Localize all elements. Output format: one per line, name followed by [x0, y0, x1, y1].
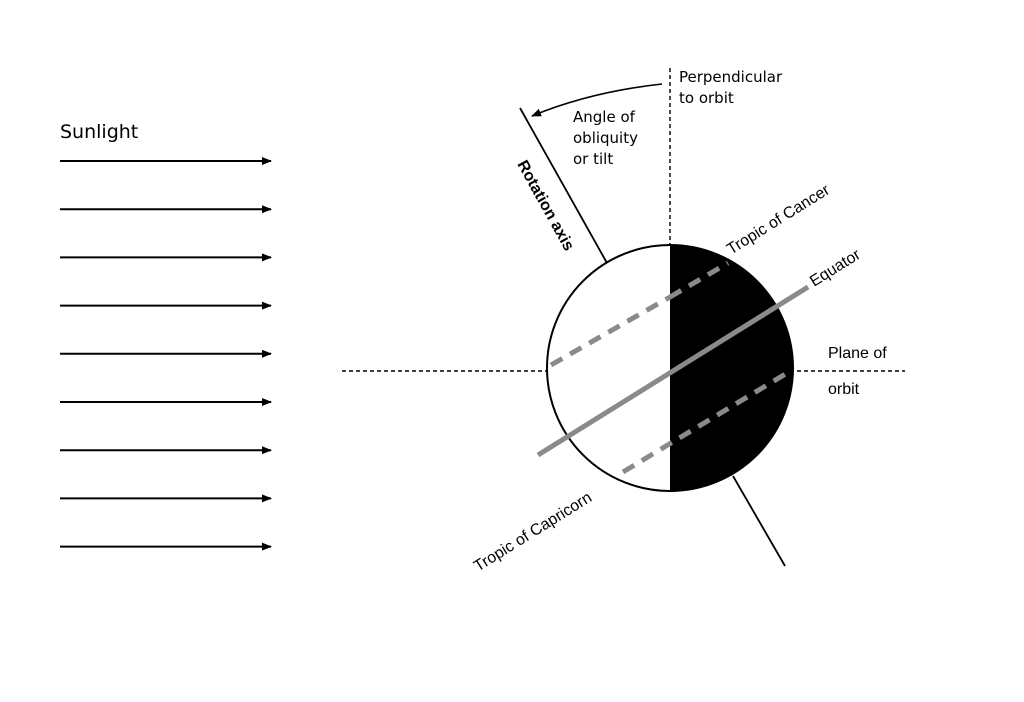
tropic-of-cancer-line [549, 260, 730, 368]
sunlight-arrows [60, 157, 272, 551]
perpendicular-label-line2: to orbit [679, 89, 734, 107]
night-side [670, 245, 793, 491]
tropic-of-capricorn-line [621, 367, 794, 475]
rotation-axis-lower [732, 475, 786, 567]
tropic-of-capricorn-label: Tropic of Capricorn [471, 489, 595, 575]
rotation-axis-label: Rotation axis [514, 158, 578, 254]
angle-label-line3: or tilt [573, 150, 613, 168]
plane-of-orbit-label-line2: orbit [828, 381, 860, 398]
equator-label: Equator [807, 246, 864, 290]
angle-label-line2: obliquity [573, 129, 638, 147]
angle-label-line1: Angle of [573, 108, 636, 126]
sunlight-label: Sunlight [60, 121, 138, 143]
rotation-axis-upper [519, 107, 608, 264]
obliquity-arc-arrow [531, 83, 663, 117]
equator-line [536, 284, 810, 458]
perpendicular-label-line1: Perpendicular [679, 68, 783, 86]
tropic-of-cancer-label: Tropic of Cancer [724, 181, 833, 258]
plane-of-orbit-label-line1: Plane of [828, 345, 887, 362]
